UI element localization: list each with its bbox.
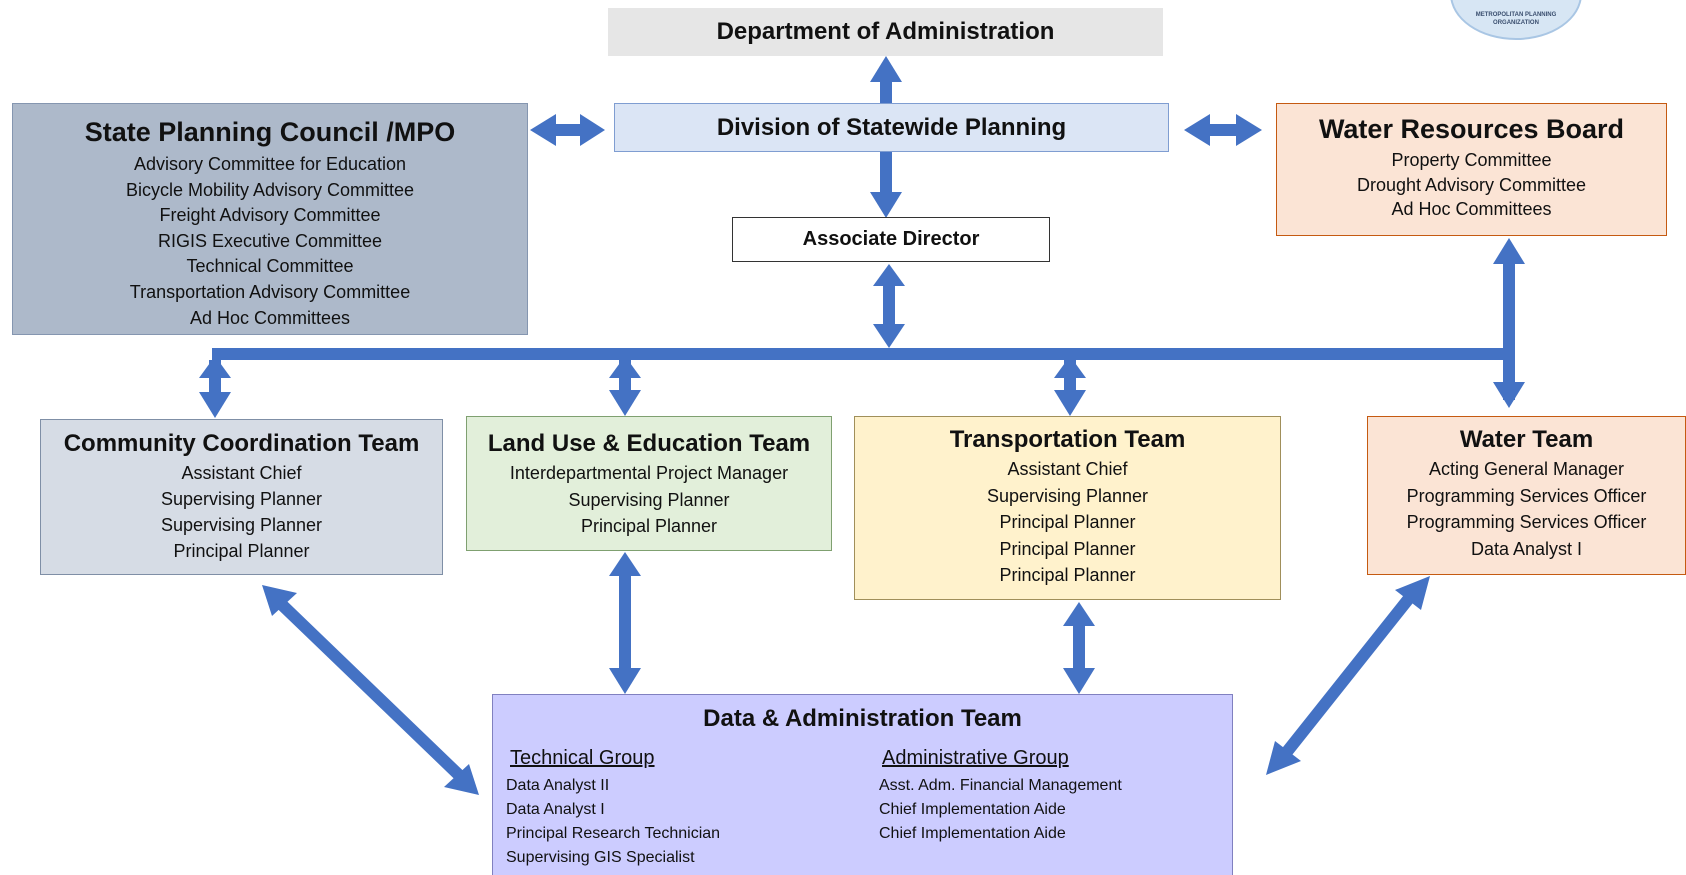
department-of-administration-box: Department of Administration bbox=[608, 8, 1163, 56]
land-use-education-team-box: Land Use & Education Team Interdepartmen… bbox=[466, 416, 832, 551]
position-item: Principal Planner bbox=[999, 565, 1136, 585]
water-team-box: Water Team Acting General Manager Progra… bbox=[1367, 416, 1686, 575]
committee-item: RIGIS Executive Committee bbox=[157, 230, 383, 251]
group-heading: Technical Group bbox=[510, 747, 655, 769]
transportation-team-box: Transportation Team Assistant Chief Supe… bbox=[854, 416, 1281, 600]
logo-text: ORGANIZATION bbox=[1493, 20, 1539, 26]
committee-item: Property Committee bbox=[1391, 150, 1552, 170]
position-item: Data Analyst II bbox=[506, 777, 610, 794]
position-item: Data Analyst I bbox=[506, 801, 605, 818]
community-coordination-team-box: Community Coordination Team Assistant Ch… bbox=[40, 419, 443, 575]
position-item: Asst. Adm. Financial Management bbox=[879, 777, 1122, 794]
committee-item: Technical Committee bbox=[186, 256, 354, 277]
box-title: Data & Administration Team bbox=[703, 705, 1022, 732]
box-title: Land Use & Education Team bbox=[487, 430, 811, 457]
box-title: State Planning Council /MPO bbox=[84, 117, 456, 147]
position-item: Supervising Planner bbox=[160, 489, 323, 509]
box-title: Water Resources Board bbox=[1318, 114, 1625, 144]
position-item: Acting General Manager bbox=[1428, 459, 1625, 479]
position-item: Supervising Planner bbox=[986, 485, 1149, 506]
state-planning-council-box: State Planning Council /MPO Advisory Com… bbox=[12, 103, 528, 335]
committee-item: Ad Hoc Committees bbox=[189, 307, 351, 328]
position-item: Programming Services Officer bbox=[1406, 512, 1647, 532]
position-item: Assistant Chief bbox=[1007, 459, 1128, 479]
position-item: Assistant Chief bbox=[181, 463, 302, 483]
technical-group: Technical Group Data Analyst II Data Ana… bbox=[506, 745, 720, 870]
position-item: Programming Services Officer bbox=[1406, 485, 1647, 506]
associate-director-box: Associate Director bbox=[732, 217, 1050, 262]
committee-item: Bicycle Mobility Advisory Committee bbox=[125, 179, 415, 200]
position-item: Supervising Planner bbox=[160, 515, 323, 535]
position-item: Principal Planner bbox=[999, 512, 1136, 532]
position-item: Principal Research Technician bbox=[506, 825, 721, 842]
position-item: Chief Implementation Aide bbox=[879, 801, 1066, 818]
committee-item: Ad Hoc Committees bbox=[1391, 199, 1552, 219]
logo-text: METROPOLITAN PLANNING bbox=[1475, 12, 1557, 18]
data-administration-team-box: Data & Administration Team Technical Gro… bbox=[492, 694, 1233, 875]
group-heading: Administrative Group bbox=[882, 747, 1069, 769]
position-item: Data Analyst I bbox=[1470, 538, 1583, 559]
box-title: Water Team bbox=[1459, 426, 1594, 453]
position-item: Principal Planner bbox=[173, 541, 310, 561]
box-title: Transportation Team bbox=[949, 426, 1186, 453]
position-item: Interdepartmental Project Manager bbox=[509, 463, 789, 483]
committee-item: Freight Advisory Committee bbox=[159, 205, 381, 226]
position-item: Supervising GIS Specialist bbox=[506, 849, 695, 866]
box-title: Community Coordination Team bbox=[63, 430, 420, 457]
water-resources-board-box: Water Resources Board Property Committee… bbox=[1276, 103, 1667, 236]
committee-item: Transportation Advisory Committee bbox=[129, 281, 411, 302]
committee-item: Drought Advisory Committee bbox=[1356, 174, 1587, 195]
committee-item: Advisory Committee for Education bbox=[133, 154, 407, 174]
position-item: Principal Planner bbox=[999, 538, 1136, 559]
administrative-group: Administrative Group Asst. Adm. Financia… bbox=[879, 745, 1122, 846]
position-item: Supervising Planner bbox=[568, 489, 730, 510]
division-statewide-planning-box: Division of Statewide Planning bbox=[614, 103, 1169, 152]
position-item: Chief Implementation Aide bbox=[879, 825, 1066, 842]
position-item: Principal Planner bbox=[580, 516, 718, 536]
